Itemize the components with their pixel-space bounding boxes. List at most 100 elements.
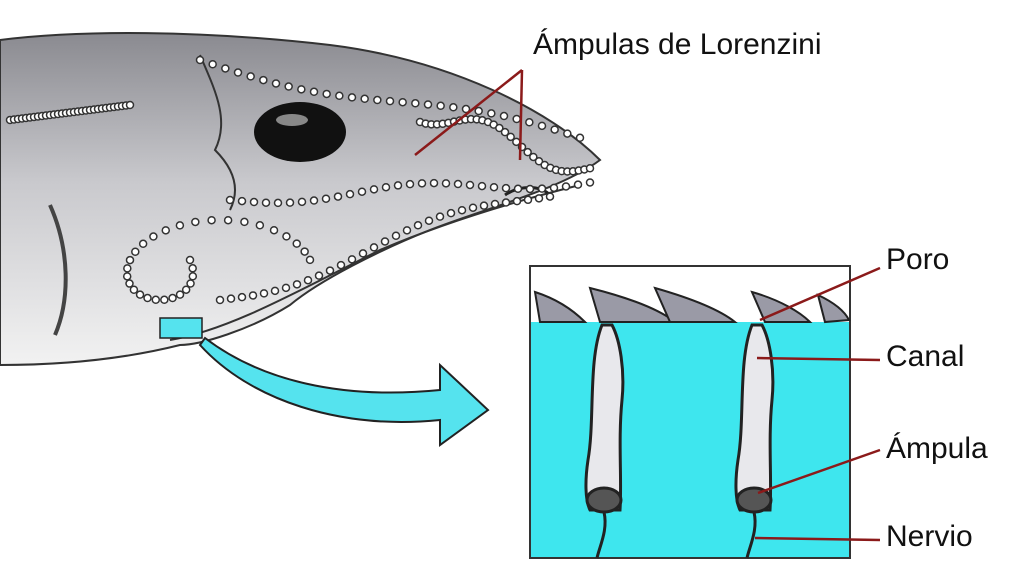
sample-patch (159, 317, 203, 339)
pore-dot (237, 292, 247, 302)
pore-dot (175, 221, 185, 230)
pore-dot (393, 181, 403, 190)
pore-dot (322, 89, 331, 99)
pore-dot (188, 272, 198, 281)
pore-dot (284, 82, 293, 91)
pore-dot (500, 127, 510, 137)
pore-dot (168, 293, 177, 303)
pore-dot (122, 272, 132, 281)
pore-dot (233, 68, 243, 77)
pore-dot (188, 264, 197, 273)
pore-dot (259, 75, 268, 85)
pore-dot (417, 179, 427, 188)
nerve-label: Nervio (886, 520, 973, 553)
pore-dot (347, 255, 357, 264)
pore-dot (585, 164, 595, 173)
pore-dot (369, 185, 379, 194)
pore-dot (373, 95, 382, 105)
pore-dot (561, 182, 571, 191)
pore-dot (223, 215, 233, 225)
pore-dot (240, 217, 249, 227)
pore-dot (525, 118, 534, 127)
pore-dot (512, 196, 522, 206)
pore-dot (489, 182, 499, 192)
pore-dot (303, 275, 313, 285)
pore-dot (336, 260, 346, 270)
pore-dot (347, 93, 357, 102)
pore-dot (181, 285, 191, 294)
pore-dot (135, 290, 145, 299)
pore-dot (449, 103, 458, 112)
pore-dot (273, 198, 283, 208)
pore-dot (207, 215, 216, 225)
pore-dot (261, 198, 271, 207)
inset-tissue (531, 322, 849, 557)
pore-dot (563, 129, 572, 138)
pore-dot (131, 247, 140, 257)
pore-dot (525, 184, 535, 194)
pore-dot (325, 266, 335, 275)
pore-dot (309, 196, 319, 205)
pore-dot (143, 293, 152, 303)
pore-dot (255, 221, 265, 230)
pore-dot (380, 237, 390, 246)
pore-dot (424, 216, 434, 225)
pore-dot (391, 231, 401, 241)
pore-dot (545, 192, 555, 201)
pore-dot (550, 125, 559, 134)
pore-dot (160, 295, 169, 305)
pore-dot (534, 194, 544, 203)
pore-dot (248, 291, 258, 300)
pore-dot (369, 243, 379, 252)
pore-dot (335, 91, 344, 101)
pore-dot (501, 198, 511, 207)
pore-dot (123, 264, 132, 273)
pore-dot (221, 64, 230, 73)
pore-dot (423, 100, 433, 109)
pore-dot (585, 178, 595, 187)
pore-dot (297, 197, 307, 207)
pore-dot (549, 183, 559, 193)
pore-dot (523, 195, 533, 205)
pore-dot (215, 295, 225, 305)
pore-dot (385, 96, 395, 106)
pore-dot (479, 201, 489, 210)
pore-dot (125, 100, 135, 110)
pore-dot (402, 226, 412, 235)
pore-dot (321, 194, 331, 203)
pore-dot (429, 178, 439, 188)
pore-dot (292, 239, 301, 248)
pore-dot (281, 283, 291, 293)
pore-dot (537, 121, 547, 131)
pore-dot (506, 132, 515, 142)
pore-dot (573, 180, 583, 189)
canal-label: Canal (886, 340, 965, 373)
pore-dot (300, 247, 309, 256)
pore-dot (398, 97, 407, 107)
eye (254, 102, 346, 162)
pore-dot (575, 133, 585, 143)
pore-dot (345, 189, 355, 199)
pore-dot (237, 196, 247, 206)
pore-dot (413, 221, 423, 230)
pore-dot (381, 182, 391, 192)
pore-dot (405, 179, 415, 189)
ampulla-right (734, 323, 775, 559)
pore-dot (501, 183, 511, 193)
pore-dot (292, 280, 302, 289)
pore-dot (333, 192, 343, 201)
pore-dot (513, 184, 523, 194)
pore-dot (357, 187, 367, 196)
pore-dot (441, 179, 451, 188)
ampullae-of-lorenzini-label: Ámpulas de Lorenzini (533, 28, 822, 61)
pore-dot (523, 147, 532, 157)
pore-dot (537, 184, 547, 193)
pore-dot (175, 290, 185, 299)
pore-dot (411, 99, 420, 108)
pore-dot (468, 203, 478, 212)
pore-dot (453, 179, 463, 189)
pore-dot (490, 199, 500, 209)
pore-dot (474, 106, 483, 116)
pore-dots (5, 55, 595, 305)
pore-dot (487, 109, 496, 118)
